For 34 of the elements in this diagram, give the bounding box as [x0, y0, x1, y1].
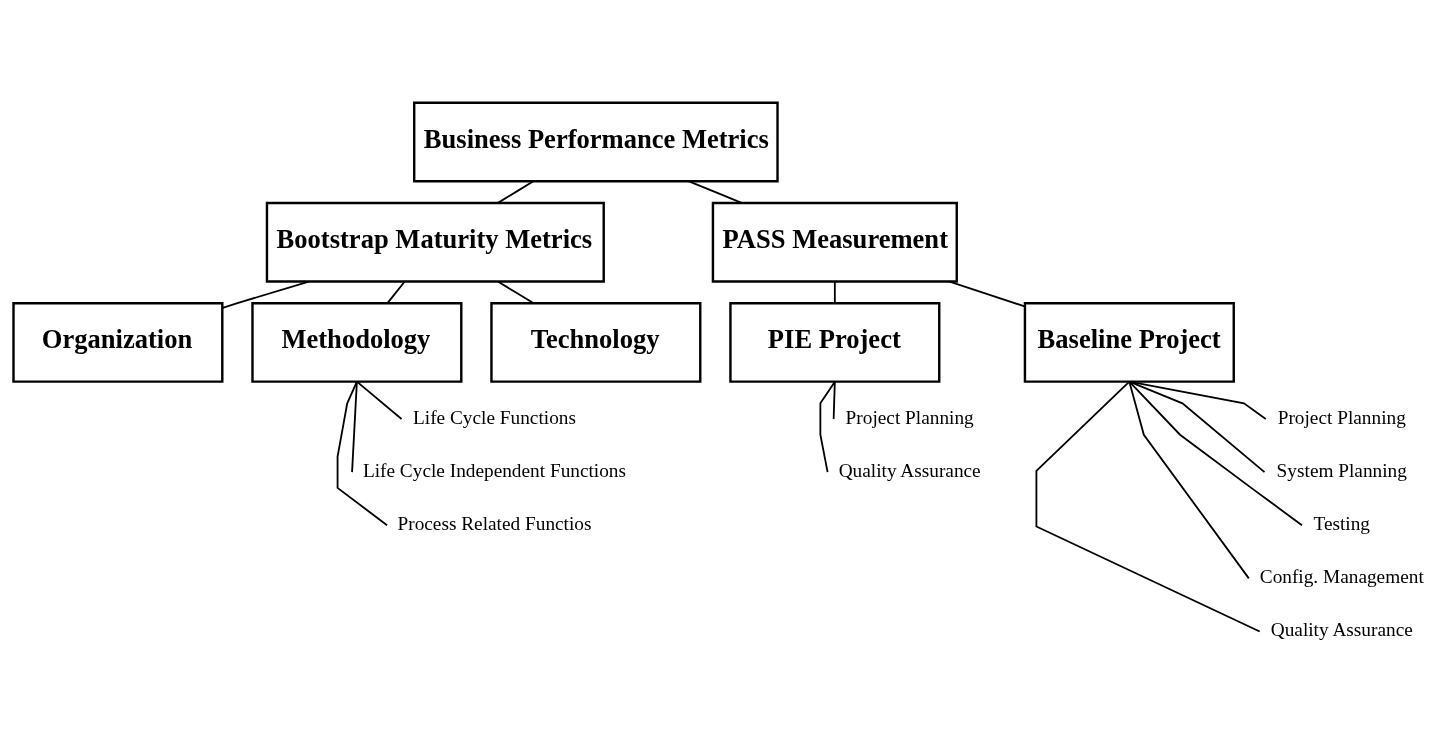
node-box: Baseline Project — [1023, 301, 1235, 383]
node-text: Project Planning — [1277, 406, 1406, 428]
node-text: Life Cycle Functions — [413, 406, 576, 428]
connector — [497, 179, 535, 204]
node-text: Testing — [1313, 512, 1371, 534]
connector — [336, 380, 388, 526]
connector — [1035, 380, 1261, 632]
node-box: Organization — [12, 301, 224, 383]
connector — [688, 179, 743, 204]
connector — [832, 380, 836, 420]
connector — [1128, 380, 1250, 579]
connector — [948, 280, 1026, 307]
connector — [496, 280, 535, 304]
node-box: Business Performance Metrics — [413, 101, 779, 182]
connector — [1128, 380, 1267, 420]
node-box: Bootstrap Maturity Metrics — [265, 201, 605, 283]
node-text: Quality Assurance — [1270, 618, 1413, 640]
connector — [1128, 380, 1303, 526]
node-text: System Planning — [1276, 459, 1407, 481]
connector — [351, 380, 358, 473]
node-text: Project Planning — [845, 406, 974, 428]
connector — [1128, 380, 1266, 473]
connector — [833, 280, 836, 304]
node-text: Config. Management — [1259, 565, 1424, 587]
node-text: Quality Assurance — [838, 459, 981, 481]
node-box: Methodology — [251, 301, 463, 383]
node-box: PIE Project — [729, 301, 941, 383]
node-text: Life Cycle Independent Functions — [362, 459, 627, 481]
node-box: Technology — [490, 301, 702, 383]
connector — [355, 380, 403, 420]
node-text: Process Related Functios — [397, 512, 592, 534]
connector — [819, 380, 836, 473]
connector — [386, 280, 406, 304]
node-box: PASS Measurement — [711, 201, 958, 283]
